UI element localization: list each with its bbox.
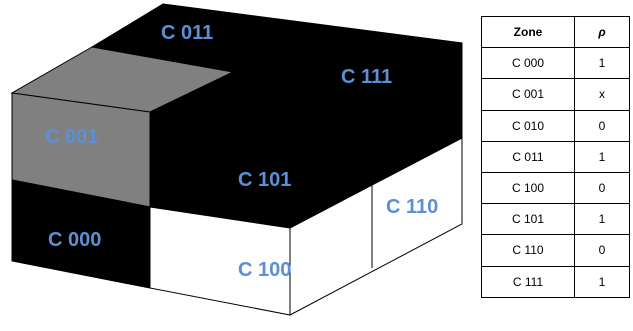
zone-cell: C 101 <box>481 203 575 236</box>
zone-cell: C 011 <box>481 140 575 173</box>
rho-cell: 1 <box>574 203 630 236</box>
right-side-face <box>289 137 463 316</box>
zone-label-c100: C 100 <box>238 259 291 281</box>
table-row: C 001 x <box>481 78 630 111</box>
rho-cell: 1 <box>574 47 630 80</box>
zone-cell: C 100 <box>481 171 575 205</box>
table-header-row: Zone ρ <box>481 15 630 49</box>
zone-label-c110: C 110 <box>386 196 438 218</box>
table-row: C 111 1 <box>481 265 630 298</box>
rho-cell: 1 <box>574 265 630 298</box>
rho-cell: 1 <box>574 140 630 173</box>
zone-label-c001: C 001 <box>45 126 98 148</box>
zone-cell: C 001 <box>481 78 575 111</box>
zone-label-c101: C 101 <box>238 169 291 191</box>
zone-cell: C 111 <box>481 265 575 298</box>
table-row: C 000 1 <box>481 47 630 80</box>
rho-column-header: ρ <box>574 15 630 49</box>
zone-cell: C 010 <box>481 109 575 142</box>
zone-cell: C 110 <box>481 234 575 267</box>
zone-column-header: Zone <box>481 15 575 49</box>
table-row: C 011 1 <box>481 140 630 173</box>
table-row: C 010 0 <box>481 109 630 142</box>
zone-rho-table: Zone ρ C 000 1 C 001 x C 010 0 C 011 1 C… <box>481 15 630 298</box>
zone-cell: C 000 <box>481 47 575 80</box>
table-row: C 110 0 <box>481 234 630 267</box>
zone-label-c011: C 011 <box>161 22 213 44</box>
table-row: C 100 0 <box>481 171 630 205</box>
cube-diagram: C 011 C 111 C 001 C 101 C 000 C 100 C 11… <box>10 3 463 316</box>
zone-label-c000: C 000 <box>48 229 101 251</box>
table-row: C 101 1 <box>481 203 630 236</box>
rho-cell: 0 <box>574 234 630 267</box>
rho-cell: 0 <box>574 171 630 205</box>
rho-cell: 0 <box>574 109 630 142</box>
rho-cell: x <box>574 78 630 111</box>
zone-label-c111: C 111 <box>341 66 392 88</box>
